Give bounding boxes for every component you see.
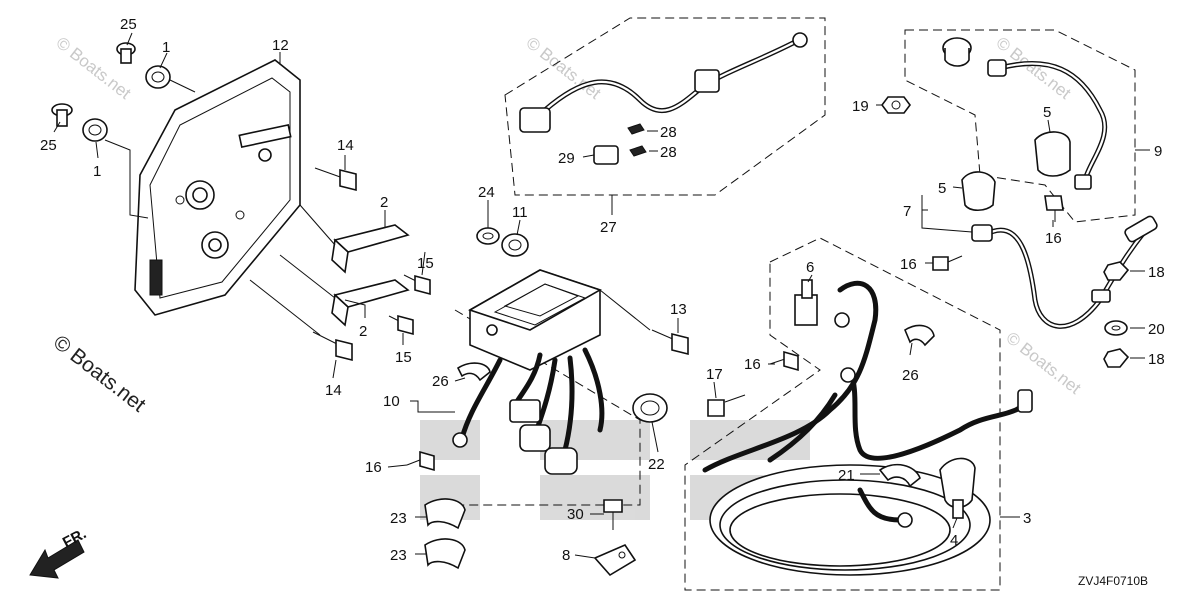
grommet-1-top bbox=[145, 65, 171, 89]
leader-lines bbox=[53, 32, 1150, 559]
cable-tie-21 bbox=[878, 463, 921, 488]
callout-16: 16 bbox=[744, 356, 761, 373]
assembly-box-27 bbox=[504, 17, 826, 196]
callout-19: 19 bbox=[852, 98, 869, 115]
callout-24: 24 bbox=[478, 184, 495, 201]
callout-14: 14 bbox=[337, 137, 354, 154]
callout-23: 23 bbox=[390, 547, 407, 564]
cover-5-lower bbox=[961, 171, 996, 212]
callout-14: 14 bbox=[325, 382, 342, 399]
callout-17: 17 bbox=[706, 366, 723, 383]
plate-8 bbox=[593, 544, 637, 577]
callout-2: 2 bbox=[380, 194, 388, 211]
callout-25: 25 bbox=[120, 16, 137, 33]
callout-26: 26 bbox=[902, 367, 919, 384]
terminal-28-a bbox=[627, 123, 645, 135]
bracket-2-lower bbox=[331, 279, 410, 327]
watermark-main: © Boats.net bbox=[49, 331, 150, 417]
callout-29: 29 bbox=[558, 150, 575, 167]
callout-16: 16 bbox=[365, 459, 382, 476]
cover-5-upper bbox=[1034, 131, 1071, 177]
harness-27 bbox=[519, 32, 808, 133]
clamp-26-left bbox=[456, 362, 491, 382]
callout-18: 18 bbox=[1148, 351, 1165, 368]
bolt-16-center bbox=[769, 350, 799, 372]
callout-27: 27 bbox=[600, 219, 617, 236]
bolt-15-upper bbox=[403, 274, 431, 296]
callout-15: 15 bbox=[395, 349, 412, 366]
callout-2: 2 bbox=[359, 323, 367, 340]
assembly-box-10 bbox=[454, 309, 641, 506]
screw-30 bbox=[603, 499, 623, 530]
terminal-cap-top bbox=[942, 37, 972, 67]
clip-22 bbox=[632, 393, 668, 423]
callout-5: 5 bbox=[938, 180, 946, 197]
bolt-17 bbox=[707, 394, 746, 417]
direction-label: FR. bbox=[60, 525, 89, 551]
callout-30: 30 bbox=[567, 506, 584, 523]
callout-23: 23 bbox=[390, 510, 407, 527]
callout-6: 6 bbox=[806, 259, 814, 276]
grommet-1-lower bbox=[82, 118, 108, 142]
collar-25-lower bbox=[51, 103, 73, 127]
callout-5: 5 bbox=[1043, 104, 1051, 121]
callout-16: 16 bbox=[1045, 230, 1062, 247]
bolt-16-right bbox=[932, 255, 963, 271]
callout-8: 8 bbox=[562, 547, 570, 564]
regulator-unit bbox=[468, 269, 602, 371]
callout-12: 12 bbox=[272, 37, 289, 54]
watermark-faint: © Boats.net bbox=[523, 33, 605, 103]
drawing-code: ZVJ4F0710B bbox=[1078, 574, 1148, 588]
callout-21: 21 bbox=[838, 467, 855, 484]
bracket-2-upper bbox=[331, 224, 410, 274]
callout-26: 26 bbox=[432, 373, 449, 390]
callout-7: 7 bbox=[903, 203, 911, 220]
collar-25-top bbox=[116, 42, 136, 64]
grommet-11 bbox=[501, 233, 529, 257]
bolt-14-upper bbox=[314, 167, 357, 192]
terminal-cover-4 bbox=[939, 457, 976, 519]
assembly-box-3 bbox=[684, 237, 1001, 591]
nut-18-upper bbox=[1103, 261, 1130, 281]
callout-13: 13 bbox=[670, 301, 687, 318]
clamp-26-right bbox=[903, 324, 935, 347]
callout-3: 3 bbox=[1023, 510, 1031, 527]
cover-panel bbox=[134, 59, 301, 316]
callout-25: 25 bbox=[40, 137, 57, 154]
grommet-24 bbox=[476, 227, 500, 245]
regulator-harness bbox=[452, 347, 605, 475]
callout-1: 1 bbox=[93, 163, 101, 180]
callout-1: 1 bbox=[162, 39, 170, 56]
callout-11: 11 bbox=[512, 204, 528, 221]
callout-9: 9 bbox=[1154, 143, 1162, 160]
front-direction-arrow: FR. bbox=[29, 525, 89, 579]
connector-29 bbox=[593, 145, 619, 165]
bolt-14-lower bbox=[312, 331, 353, 362]
battery-cables bbox=[702, 280, 1033, 576]
clamp-23-lower bbox=[424, 538, 466, 570]
callout-20: 20 bbox=[1148, 321, 1165, 338]
terminal-28-b bbox=[629, 145, 647, 157]
callout-28: 28 bbox=[660, 124, 677, 141]
callout-16: 16 bbox=[900, 256, 917, 273]
washer-20 bbox=[1104, 320, 1128, 336]
bolt-16-left bbox=[406, 450, 435, 472]
callout-22: 22 bbox=[648, 456, 665, 473]
callout-4: 4 bbox=[950, 532, 958, 549]
clamp-23-upper bbox=[424, 498, 466, 530]
bolt-13 bbox=[651, 329, 689, 356]
cap-19-screw bbox=[881, 96, 911, 114]
harness-9 bbox=[987, 59, 1108, 190]
nut-18-lower bbox=[1103, 348, 1130, 368]
bolt-16-upper-right bbox=[1044, 195, 1064, 222]
callout-15: 15 bbox=[417, 255, 434, 272]
callout-labels: 25 1 12 25 1 14 2 15 2 15 14 24 11 27 29… bbox=[40, 16, 1165, 564]
bolt-15-lower bbox=[388, 314, 414, 336]
watermark-faint: © Boats.net bbox=[1003, 328, 1085, 398]
terminal-6 bbox=[794, 279, 818, 326]
callout-28: 28 bbox=[660, 144, 677, 161]
callout-18: 18 bbox=[1148, 264, 1165, 281]
callout-10: 10 bbox=[383, 393, 400, 410]
